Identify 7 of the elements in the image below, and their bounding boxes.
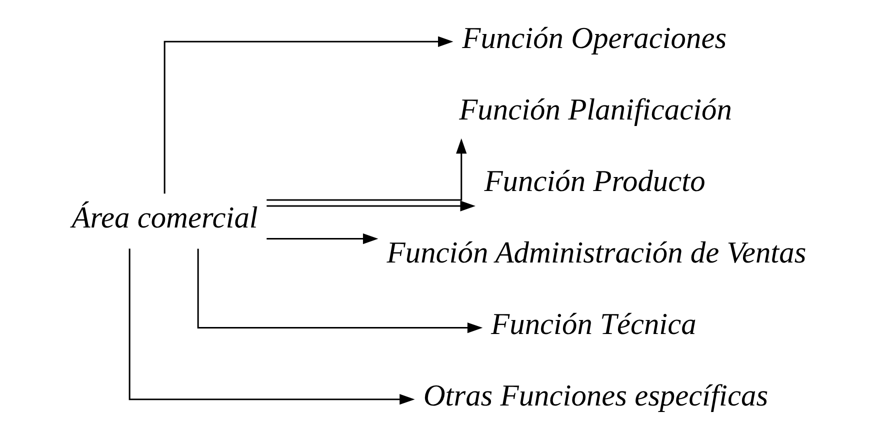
- node-text: Función Técnica: [490, 306, 696, 341]
- node-text: Función Administración de Ventas: [386, 235, 806, 270]
- node-text: Área comercial: [71, 200, 258, 234]
- node-text: Función Planificación: [458, 92, 732, 126]
- node-text: Función Operaciones: [462, 20, 726, 55]
- node-text: Otras Funciones específicas: [422, 378, 768, 412]
- node-text: Función Producto: [484, 164, 705, 198]
